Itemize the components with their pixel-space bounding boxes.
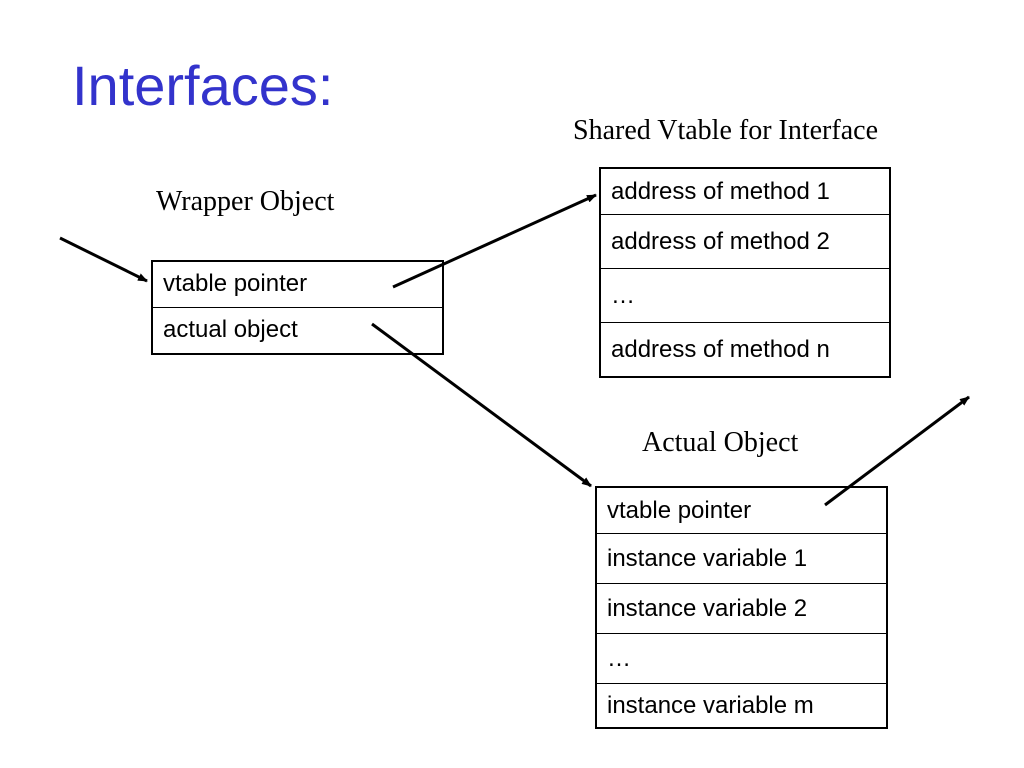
- slide-title: Interfaces:: [72, 54, 334, 117]
- actual-vtable-pointer-cell: vtable pointer: [597, 488, 886, 534]
- shared-vtable-caption: Shared Vtable for Interface: [573, 115, 878, 146]
- instance-ellipsis-cell: …: [597, 634, 886, 684]
- wrapper-object-caption: Wrapper Object: [156, 186, 335, 217]
- incoming-arrow: [59, 236, 148, 283]
- instance-variable-2-cell: instance variable 2: [597, 584, 886, 634]
- vtable-method-2-cell: address of method 2: [601, 215, 889, 269]
- shared-vtable-box: address of method 1 address of method 2 …: [599, 167, 891, 378]
- wrapper-object-box: vtable pointer actual object: [151, 260, 444, 355]
- actual-object-box: vtable pointer instance variable 1 insta…: [595, 486, 888, 729]
- wrapper-vtable-pointer-cell: vtable pointer: [153, 262, 442, 308]
- actual-object-caption: Actual Object: [642, 427, 799, 458]
- vtable-method-1-cell: address of method 1: [601, 169, 889, 215]
- instance-variable-m-cell: instance variable m: [607, 691, 814, 719]
- wrapper-actual-object-cell: actual object: [163, 316, 298, 344]
- vtable-ellipsis-cell: …: [601, 269, 889, 323]
- vtable-method-n-cell: address of method n: [611, 335, 830, 363]
- instance-variable-1-cell: instance variable 1: [597, 534, 886, 584]
